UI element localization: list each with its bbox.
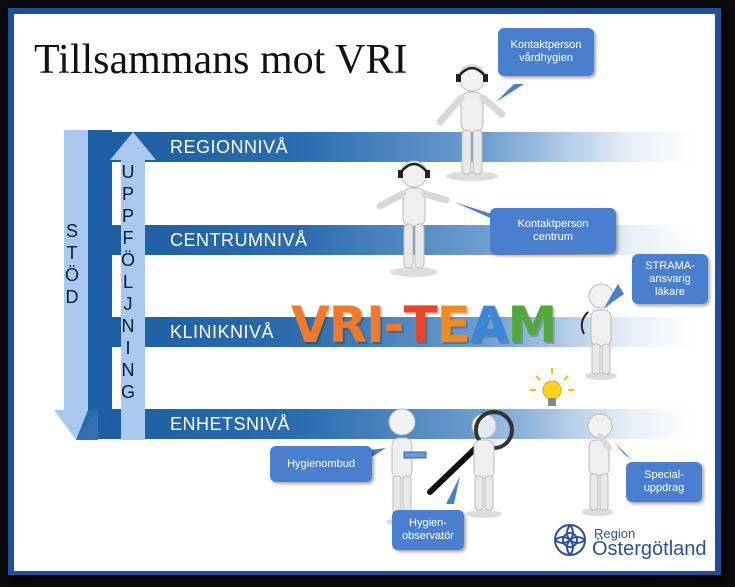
team-letter-a: A: [469, 296, 509, 354]
team-letter-t: T: [403, 296, 438, 354]
level-label-centrum: CENTRUMNIVÅ: [170, 230, 308, 250]
stod-label: S T Ö D: [65, 220, 79, 308]
callout-strama: STRAMA- ansvarig läkare: [632, 254, 708, 304]
uppfoljning-letter: N: [121, 316, 135, 336]
uppfoljning-letter: J: [123, 294, 133, 314]
figure-thinking-icon: [582, 413, 614, 516]
uppfoljning-letter: I: [125, 338, 131, 358]
uppfoljning-arrow: [110, 132, 156, 440]
level-label-region: REGIONNIVÅ: [170, 137, 289, 157]
slide-title: Tillsammans mot VRI: [34, 37, 408, 83]
uppfoljning-letter: L: [123, 272, 134, 292]
callout-kontaktperson-centrum: Kontaktperson centrum: [490, 208, 616, 254]
uppfoljning-letter: P: [122, 206, 135, 226]
lightbulb-icon: [530, 368, 574, 406]
stod-letter: Ö: [65, 265, 80, 285]
figure-headset-centrum-icon: [376, 160, 450, 277]
callout-specialuppdrag: Special- uppdrag: [626, 462, 702, 502]
vri-text: VRI-: [291, 296, 405, 354]
callout-hygienobservator: Hygien- observatör: [392, 510, 464, 550]
uppfoljning-letter: P: [122, 184, 135, 204]
callout-kontaktperson-vardhygien: Kontaktperson vårdhygien: [498, 28, 594, 76]
callout-hygienombud: Hygienombud: [270, 446, 372, 482]
uppfoljning-letter: U: [121, 162, 135, 182]
stod-letter: D: [65, 287, 79, 307]
stod-letter: S: [66, 221, 79, 241]
uppfoljning-letter: N: [121, 360, 135, 380]
region-ostergotland-logo-icon: [554, 524, 586, 556]
stod-arrow: [54, 130, 112, 440]
uppfoljning-letter: G: [121, 382, 136, 402]
stod-letter: T: [66, 243, 78, 263]
figure-stethoscope-icon: [580, 283, 617, 380]
band-regionniva: [98, 132, 698, 162]
vri-team-logo: VRI- T E A M: [291, 296, 558, 354]
team-letter-m: M: [507, 296, 558, 354]
uppfoljning-letter: F: [122, 228, 134, 248]
slide: Tillsammans mot VRI REGIONNIVÅ CENTRUMNI…: [14, 14, 715, 571]
uppfoljning-letter: Ö: [121, 250, 136, 270]
level-label-klinik: KLINIKNIVÅ: [170, 322, 275, 342]
level-label-enhet: ENHETSNIVÅ: [170, 414, 291, 434]
uppfoljning-label: U P P F Ö L J N I N G: [121, 161, 135, 403]
team-letter-e: E: [436, 296, 471, 354]
callout-tails: [370, 84, 632, 504]
figure-headset-region-icon: [436, 64, 506, 181]
logo-ostergotland: Östergötland: [592, 538, 707, 560]
figure-magnifier-icon: [427, 410, 514, 518]
logo-region: Region: [594, 526, 636, 541]
